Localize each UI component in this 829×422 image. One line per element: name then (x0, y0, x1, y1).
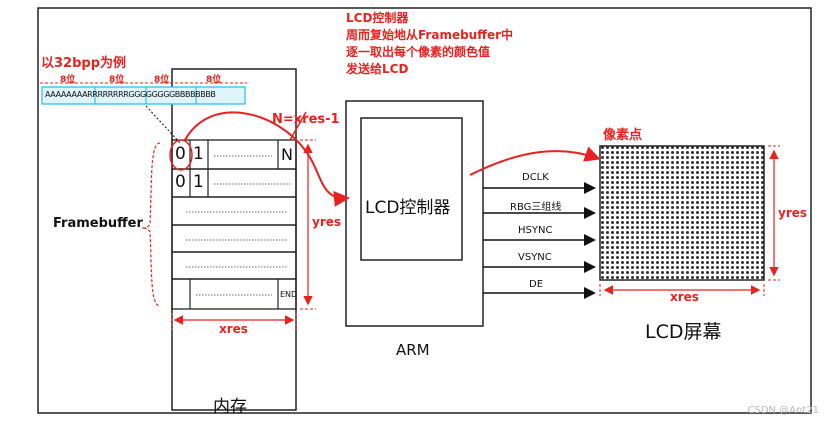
channel-bits: AAAAAAAARRRRRRRRGGGGGGGGBBBBBBBB (45, 90, 216, 99)
memory-yres-label: yres (312, 215, 342, 229)
byte-label-g: 8位 (154, 75, 170, 85)
framebuffer-dimensions (171, 139, 316, 330)
pixel-format-box (40, 82, 247, 105)
signal-rgb: RBG三组线 (510, 202, 562, 213)
row1-pixel0: 0 (175, 144, 186, 164)
signal-dclk: DCLK (522, 172, 549, 183)
signal-vsync: VSYNC (518, 252, 552, 263)
arm-caption: ARM (396, 341, 430, 359)
screen-caption: LCD屏幕 (645, 321, 722, 343)
screen-xres-label: xres (670, 290, 699, 304)
first-pixel-highlight (169, 139, 193, 171)
watermark: CSDN @Ant21 (747, 405, 819, 416)
byte-label-b: 8位 (206, 75, 222, 85)
pixel-leader-line (145, 105, 181, 144)
n-pointer (289, 111, 307, 141)
framebuffer-brace (141, 142, 161, 307)
row1-pixel1: 1 (193, 144, 204, 164)
controller-note-line-1: LCD控制器 (346, 11, 409, 25)
lcd-controller-label: LCD控制器 (365, 198, 451, 218)
controller-note: LCD控制器 周而复始地从Framebuffer中 逐一取出每个像素的颜色值 发… (346, 10, 513, 78)
bpp-example-label: 以32bpp为例 (41, 56, 127, 71)
n-label: N=xres-1 (272, 112, 340, 127)
byte-label-r: 8位 (109, 75, 125, 85)
lcd-controller-block (360, 117, 463, 261)
lcd-screen-grid (599, 145, 765, 281)
end-label: END (280, 290, 298, 299)
send-arrow (469, 146, 601, 176)
screen-yres-label: yres (778, 206, 808, 220)
memory-xres-label: xres (219, 322, 248, 336)
controller-note-line-3: 逐一取出每个像素的颜色值 (346, 45, 491, 59)
pixel-point-label: 像素点 (603, 128, 643, 143)
controller-note-line-4: 发送给LCD (346, 62, 409, 76)
signal-lines (483, 182, 596, 299)
fetch-arrow (184, 111, 350, 207)
row2-pixel1: 1 (193, 172, 204, 192)
signal-de: DE (529, 279, 544, 290)
row1-pixel-n: N (281, 145, 293, 164)
byte-label-a: 8位 (60, 75, 76, 85)
controller-note-line-2: 周而复始地从Framebuffer中 (346, 28, 513, 42)
row2-pixel0: 0 (175, 172, 186, 192)
framebuffer-label: Framebuffer (53, 216, 143, 231)
framebuffer-rows (171, 139, 297, 310)
screen-dimensions (599, 145, 780, 296)
signal-hsync: HSYNC (518, 225, 553, 236)
outer-frame (37, 7, 812, 414)
memory-caption: 内存 (213, 397, 247, 417)
